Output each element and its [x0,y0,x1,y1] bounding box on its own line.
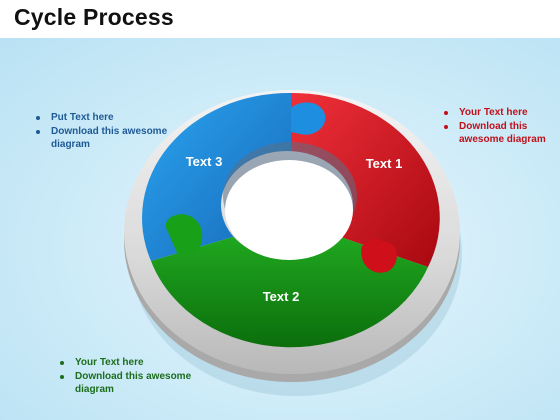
puzzle-tab-red [361,238,397,273]
segment-green [151,220,428,348]
note-list-blue: Put Text here Download this awesome diag… [34,111,174,152]
page-title: Cycle Process [14,4,174,30]
note-list-red: Your Text here Download this awesome dia… [442,106,560,147]
note-item: Download this awesome diagram [34,125,174,151]
puzzle-tab-blue [291,102,326,135]
center-hole [225,160,353,260]
puzzle-tab-green [165,214,203,255]
note-item: Your Text here [58,356,218,369]
note-item: Download this awesome diagram [442,120,560,146]
segment-label-text-1: Text 1 [366,156,403,171]
note-list-green: Your Text here Download this awesome dia… [58,356,218,397]
segment-label-text-3: Text 3 [186,154,223,169]
note-item: Put Text here [34,111,174,124]
title-bar: Cycle Process [0,0,560,38]
segment-label-text-2: Text 2 [263,289,300,304]
note-item: Your Text here [442,106,560,119]
note-item: Download this awesome diagram [58,370,218,396]
